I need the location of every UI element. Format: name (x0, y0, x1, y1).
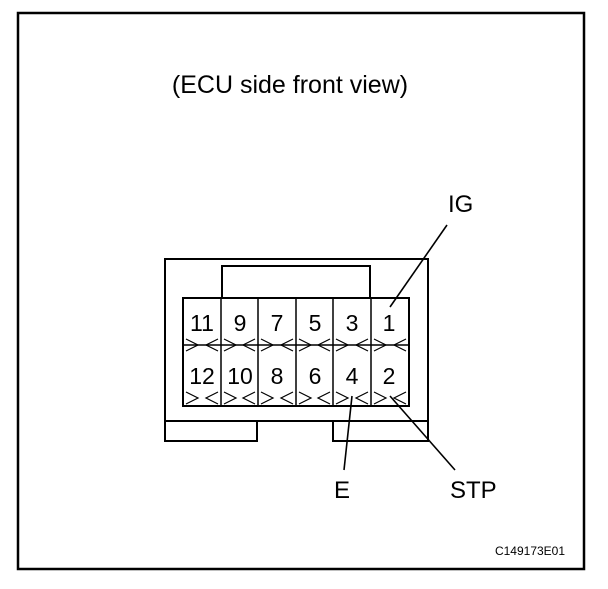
label-ig: IG (448, 191, 473, 218)
pin-number: 3 (346, 310, 359, 336)
pin-row-bottom: 12 10 8 6 4 2 (189, 363, 395, 389)
leader-e (343, 395, 353, 471)
foot-right (332, 420, 429, 442)
label-stp: STP (450, 477, 497, 504)
pin-number: 12 (189, 363, 215, 389)
pin-number: 5 (309, 310, 322, 336)
column-dividers (220, 298, 372, 406)
pin-number: 8 (271, 363, 284, 389)
connector-housing (164, 258, 429, 422)
label-e: E (334, 477, 350, 504)
figure-code: C149173E01 (495, 544, 565, 558)
leader-ig (389, 224, 448, 308)
leader-stp (389, 395, 456, 471)
connector-latch (221, 265, 371, 299)
pin-number: 4 (346, 363, 359, 389)
pin-number: 2 (383, 363, 396, 389)
pin-row-top: 11 9 7 5 3 1 (190, 310, 395, 336)
pin-number: 1 (383, 310, 396, 336)
pin-number: 9 (234, 310, 247, 336)
locking-tabs (185, 338, 407, 405)
outer-frame (16, 11, 586, 571)
pin-number: 11 (190, 310, 214, 336)
foot-left (164, 420, 258, 442)
view-title: (ECU side front view) (172, 71, 408, 99)
pin-number: 6 (309, 363, 322, 389)
pin-number: 7 (271, 310, 284, 336)
pin-number: 10 (227, 363, 253, 389)
